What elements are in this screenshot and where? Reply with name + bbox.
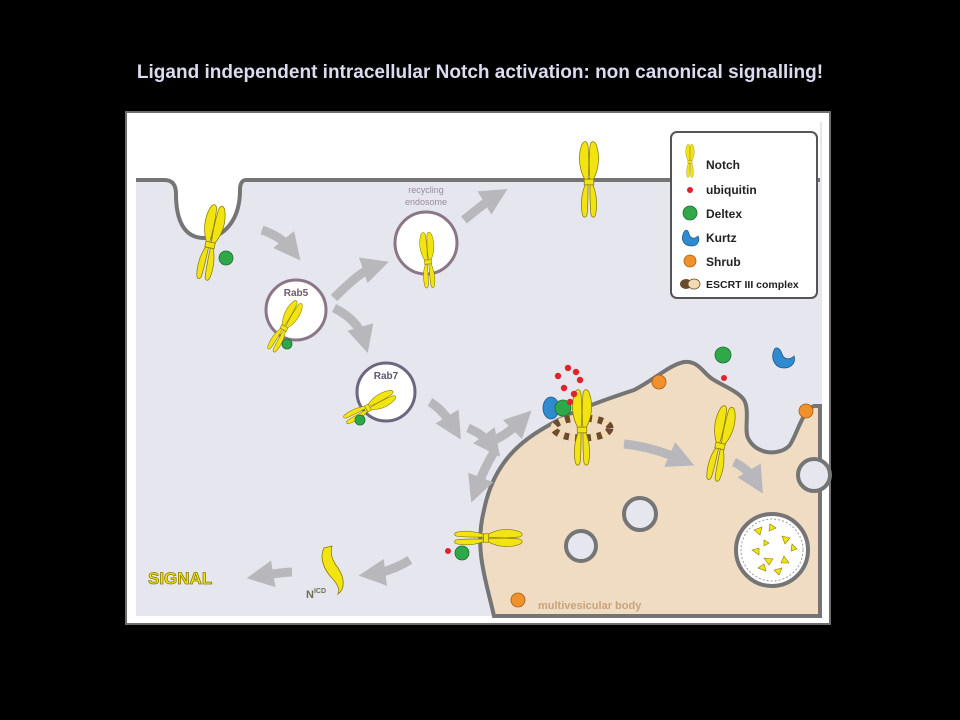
nicd-label: NICD — [306, 588, 326, 601]
legend-deltex-label: Deltex — [706, 207, 742, 221]
rab7-label: Rab7 — [374, 371, 399, 382]
notch-pathway-diagram: Rab5 Rab7 recycling endosome — [125, 111, 832, 625]
deltex-protein — [354, 414, 366, 426]
signal-label: SIGNAL — [148, 569, 212, 588]
legend-escrt-label: ESCRT III complex — [706, 279, 799, 291]
legend-ubiquitin-label: ubiquitin — [706, 183, 757, 197]
mvb-vesicle — [564, 529, 598, 563]
legend-ubiquitin-swatch — [687, 187, 693, 193]
deltex-protein — [454, 545, 470, 561]
recycling-label-2: endosome — [405, 197, 447, 207]
ubiquitin — [721, 375, 727, 381]
legend-shrub-label: Shrub — [706, 255, 741, 269]
mvb-label: multivesicular body — [538, 600, 642, 612]
deltex-protein — [554, 399, 572, 417]
legend-escrt-swatch — [680, 278, 701, 290]
deltex-protein — [218, 250, 234, 266]
deltex-protein — [281, 338, 293, 350]
kurtz-protein — [772, 347, 795, 369]
recycling-label-1: recycling — [408, 185, 444, 195]
legend-deltex-swatch — [682, 205, 698, 221]
degraded-notch-fragments — [751, 523, 798, 576]
ubiquitin — [445, 548, 451, 554]
legend-kurtz-swatch — [682, 229, 700, 247]
legend-notch-label: Notch — [706, 158, 740, 172]
slide-title: Ligand independent intracellular Notch a… — [136, 62, 824, 83]
shrub-proteins — [510, 374, 814, 608]
deltex-protein — [714, 346, 732, 364]
trafficking-arrows — [246, 189, 763, 588]
legend-shrub-swatch — [683, 254, 697, 268]
mvb-vesicle — [622, 496, 658, 532]
legend: Notch ubiquitin Deltex Kurtz Shrub ESCRT… — [670, 131, 818, 299]
ubiquitin-chain — [554, 364, 584, 406]
nicd-fragment — [321, 545, 344, 596]
mvb-vesicle — [796, 457, 832, 493]
legend-kurtz-label: Kurtz — [706, 231, 737, 245]
rab5-label: Rab5 — [284, 288, 309, 299]
